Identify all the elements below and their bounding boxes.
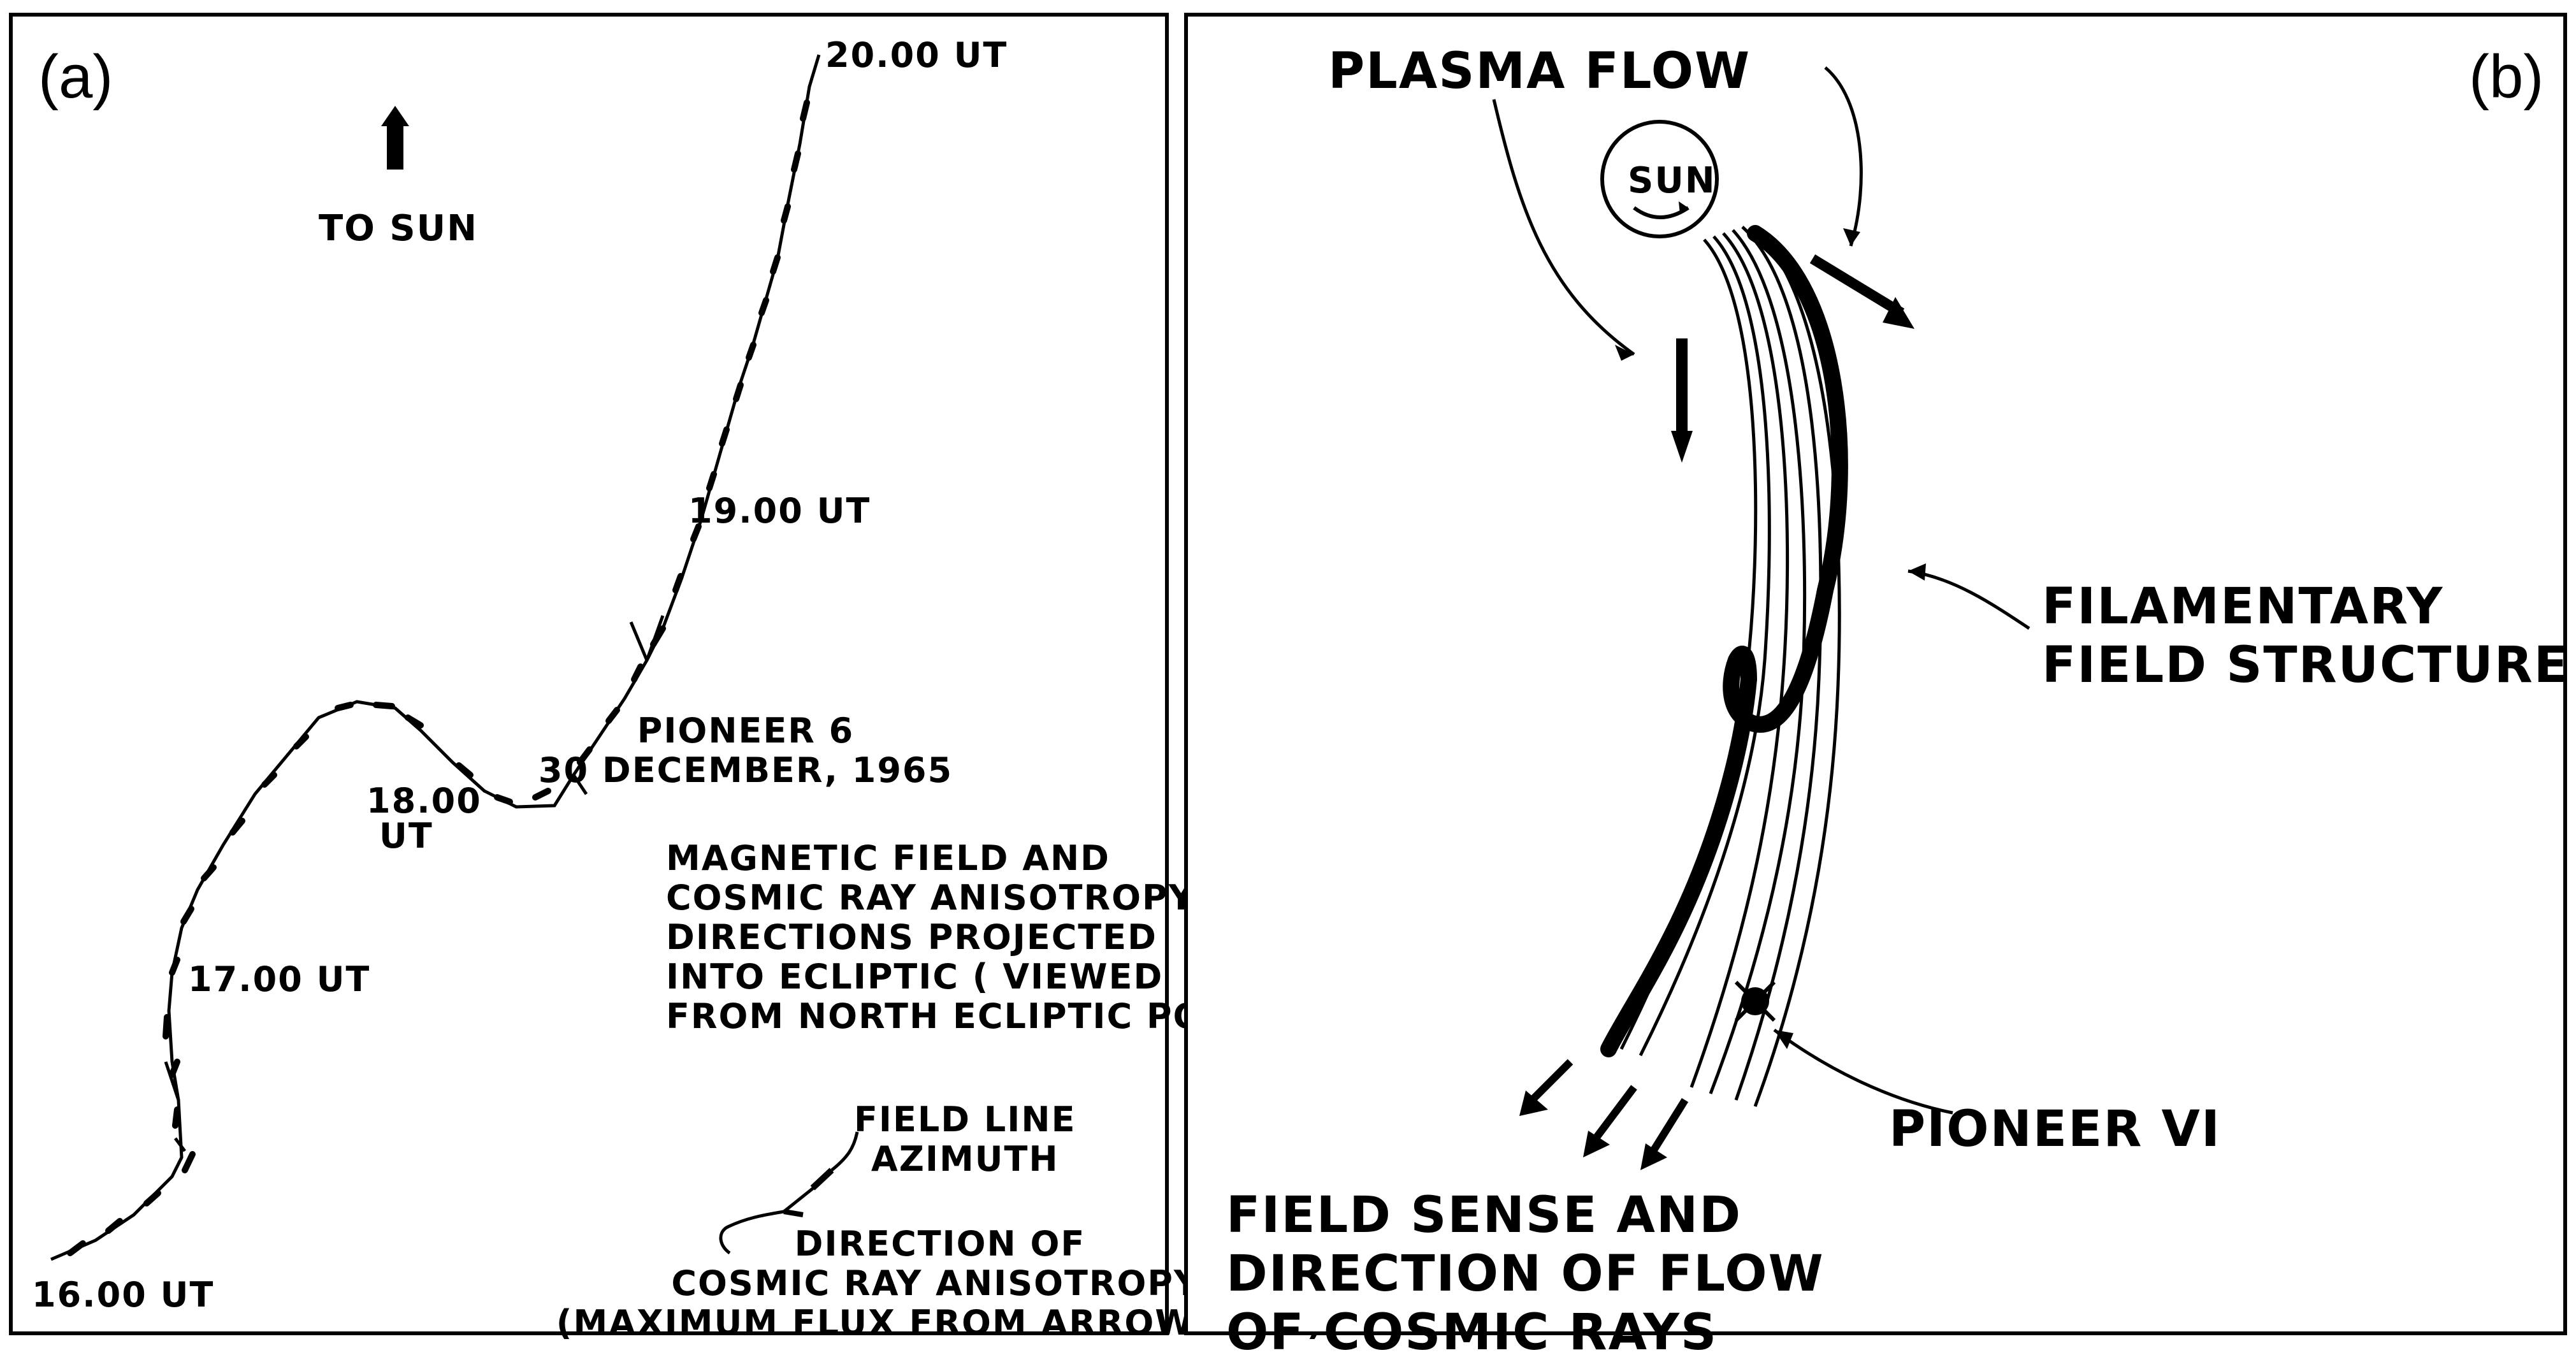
time-label-1600: 16.00 UT (32, 1275, 215, 1315)
plasma-leader-right (1824, 66, 1863, 247)
field-sense-label: FIELD SENSE AND DIRECTION OF FLOW OF COS… (1226, 1186, 1825, 1362)
description-line-2: COSMIC RAY ANISOTROPY (666, 878, 1195, 918)
time-label-1900: 19.00 UT (688, 491, 871, 531)
legend-anisotropy-2: COSMIC RAY ANISOTROPY. (671, 1263, 1209, 1303)
legend-field-line-2: AZIMUTH (871, 1139, 1059, 1179)
field-sense-arrows (1519, 1059, 1689, 1170)
title-line-2: 30 DECEMBER, 1965 (538, 750, 953, 790)
filament-schematic (1492, 66, 2030, 1170)
field-sense-line-1: FIELD SENSE AND (1226, 1187, 1742, 1244)
plasma-flow-arrow-down (1671, 338, 1693, 463)
time-label-2000: 20.00 UT (825, 35, 1008, 75)
time-label-1800-line1: 18.00 (366, 781, 482, 821)
trace-line (50, 54, 821, 1261)
description-line-5: FROM NORTH ECLIPTIC POLE) (666, 996, 1269, 1036)
legend-symbol (719, 1131, 859, 1255)
anisotropy-ticks (67, 99, 810, 1256)
panel-b: (b) PLASMA FLOW SUN FILAMENTARY FIELD ST… (1184, 13, 2569, 1361)
plasma-flow-arrow-right (1809, 254, 1914, 329)
plasma-leader-left (1492, 99, 1635, 356)
legend-field-line: FIELD LINE AZIMUTH (854, 1100, 1076, 1179)
panel-b-letter: (b) (2469, 43, 2544, 111)
plasma-flow-label: PLASMA FLOW (1328, 43, 1751, 100)
filamentary-line-1: FILAMENTARY (2042, 578, 2444, 635)
pioneer-vi-label: PIONEER VI (1889, 1101, 2221, 1158)
description-line-3: DIRECTIONS PROJECTED (666, 917, 1157, 957)
field-azimuth-trace (50, 54, 859, 1261)
diagram-title: PIONEER 6 30 DECEMBER, 1965 (539, 711, 953, 790)
time-label-1700: 17.00 UT (188, 959, 371, 999)
description-line-4: INTO ECLIPTIC ( VIEWED (666, 957, 1164, 997)
to-sun-label: TO SUN (319, 208, 478, 249)
spur-ticks (164, 615, 665, 1152)
to-sun-arrow (381, 106, 409, 170)
filament-leader (1907, 569, 2030, 630)
filamentary-line-2: FIELD STRUCTURE (2042, 637, 2570, 694)
panel-a: (a) TO SUN 20.00 UT 19.00 UT 18.00 UT 17… (9, 13, 1322, 1343)
time-label-1800-line2: UT (379, 816, 433, 856)
field-sense-line-2: DIRECTION OF FLOW (1226, 1245, 1825, 1303)
legend-field-line-1: FIELD LINE (854, 1099, 1076, 1140)
filament-thick (1600, 225, 1848, 1057)
filamentary-label: FILAMENTARY FIELD STRUCTURE (2042, 577, 2569, 695)
title-line-1: PIONEER 6 (637, 711, 855, 751)
diagram-description: MAGNETIC FIELD AND COSMIC RAY ANISOTROPY… (666, 839, 1268, 1036)
sun-label: SUN (1628, 160, 1716, 201)
pioneer-vi-marker (1734, 980, 1953, 1115)
field-sense-line-3: OF COSMIC RAYS (1226, 1304, 1718, 1361)
legend-anisotropy-1: DIRECTION OF (794, 1224, 1086, 1264)
description-line-1: MAGNETIC FIELD AND (666, 838, 1110, 878)
panel-a-letter: (a) (38, 43, 113, 111)
